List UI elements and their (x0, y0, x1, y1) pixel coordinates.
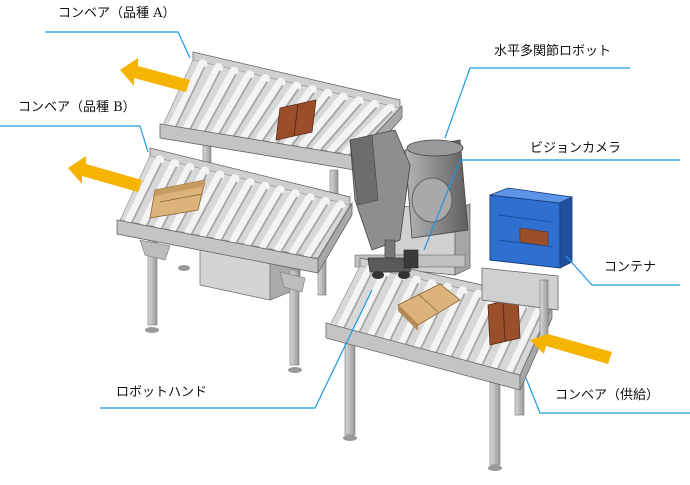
conveyor-b (116, 147, 353, 373)
roller-shadow (205, 181, 238, 239)
label-vision-camera: ビジョンカメラ (530, 141, 622, 156)
roller-shadow (434, 293, 466, 355)
roller (352, 268, 390, 335)
flow-arrow-icon (68, 156, 142, 192)
roller (244, 185, 285, 249)
roller (226, 74, 270, 140)
roller-shadow (294, 203, 329, 257)
roller (367, 272, 406, 339)
roller (337, 265, 375, 331)
roller-shadow (264, 196, 299, 251)
roller-shadow (511, 310, 544, 376)
roller (183, 63, 223, 133)
flow-arrow-icon (530, 334, 612, 364)
roller-shadow (373, 279, 404, 338)
roller (255, 81, 301, 144)
roller-shadow (220, 185, 253, 242)
roller-shadow (203, 73, 237, 134)
roller-shadow (450, 296, 482, 359)
flow-arrow-icon (120, 58, 190, 92)
roller (184, 170, 225, 237)
roller (240, 77, 286, 142)
roller (312, 96, 364, 154)
roller-shadow (217, 77, 253, 136)
roller-shadow (342, 272, 373, 330)
roller-shadow (358, 275, 389, 334)
label-conveyor-b: コンベア（品種 B） (18, 100, 136, 115)
label-conveyor-supply: コンベア（供給） (555, 388, 660, 403)
label-conveyor-a: コンベア（品種 A） (58, 6, 176, 21)
roller (199, 174, 240, 240)
conveyor-supply (325, 257, 553, 471)
roller (444, 289, 483, 360)
roller-shadow (188, 70, 222, 132)
roller (229, 181, 270, 246)
roller (197, 66, 239, 135)
roller-shadow (309, 207, 344, 260)
label-scara-robot: 水平多関節ロボット (494, 44, 612, 59)
roller-shadow (303, 99, 347, 151)
roller (326, 99, 380, 156)
label-robot-hand: ロボットハンド (116, 385, 208, 400)
scara-robot (349, 129, 469, 279)
roller-shadow (249, 192, 284, 248)
roller-shadow (231, 81, 269, 139)
roller (124, 155, 165, 225)
roller (298, 92, 348, 152)
leader-lines (0, 31, 690, 414)
container (481, 187, 574, 341)
roller-shadow (318, 103, 362, 153)
roller-shadow (279, 200, 314, 254)
roller-shadow (246, 84, 284, 141)
roller (304, 200, 345, 261)
roller-shadow (174, 66, 206, 129)
roller-shadow (130, 162, 163, 224)
roller (168, 59, 208, 130)
roller-shadow (190, 177, 223, 236)
roller (259, 189, 300, 252)
roller (289, 196, 330, 258)
roller (274, 193, 315, 255)
label-container: コンテナ (604, 260, 657, 275)
roller (211, 70, 255, 137)
roller (214, 178, 255, 243)
roller (505, 303, 545, 377)
roller-shadow (332, 106, 378, 156)
roller-shadow (235, 188, 268, 245)
